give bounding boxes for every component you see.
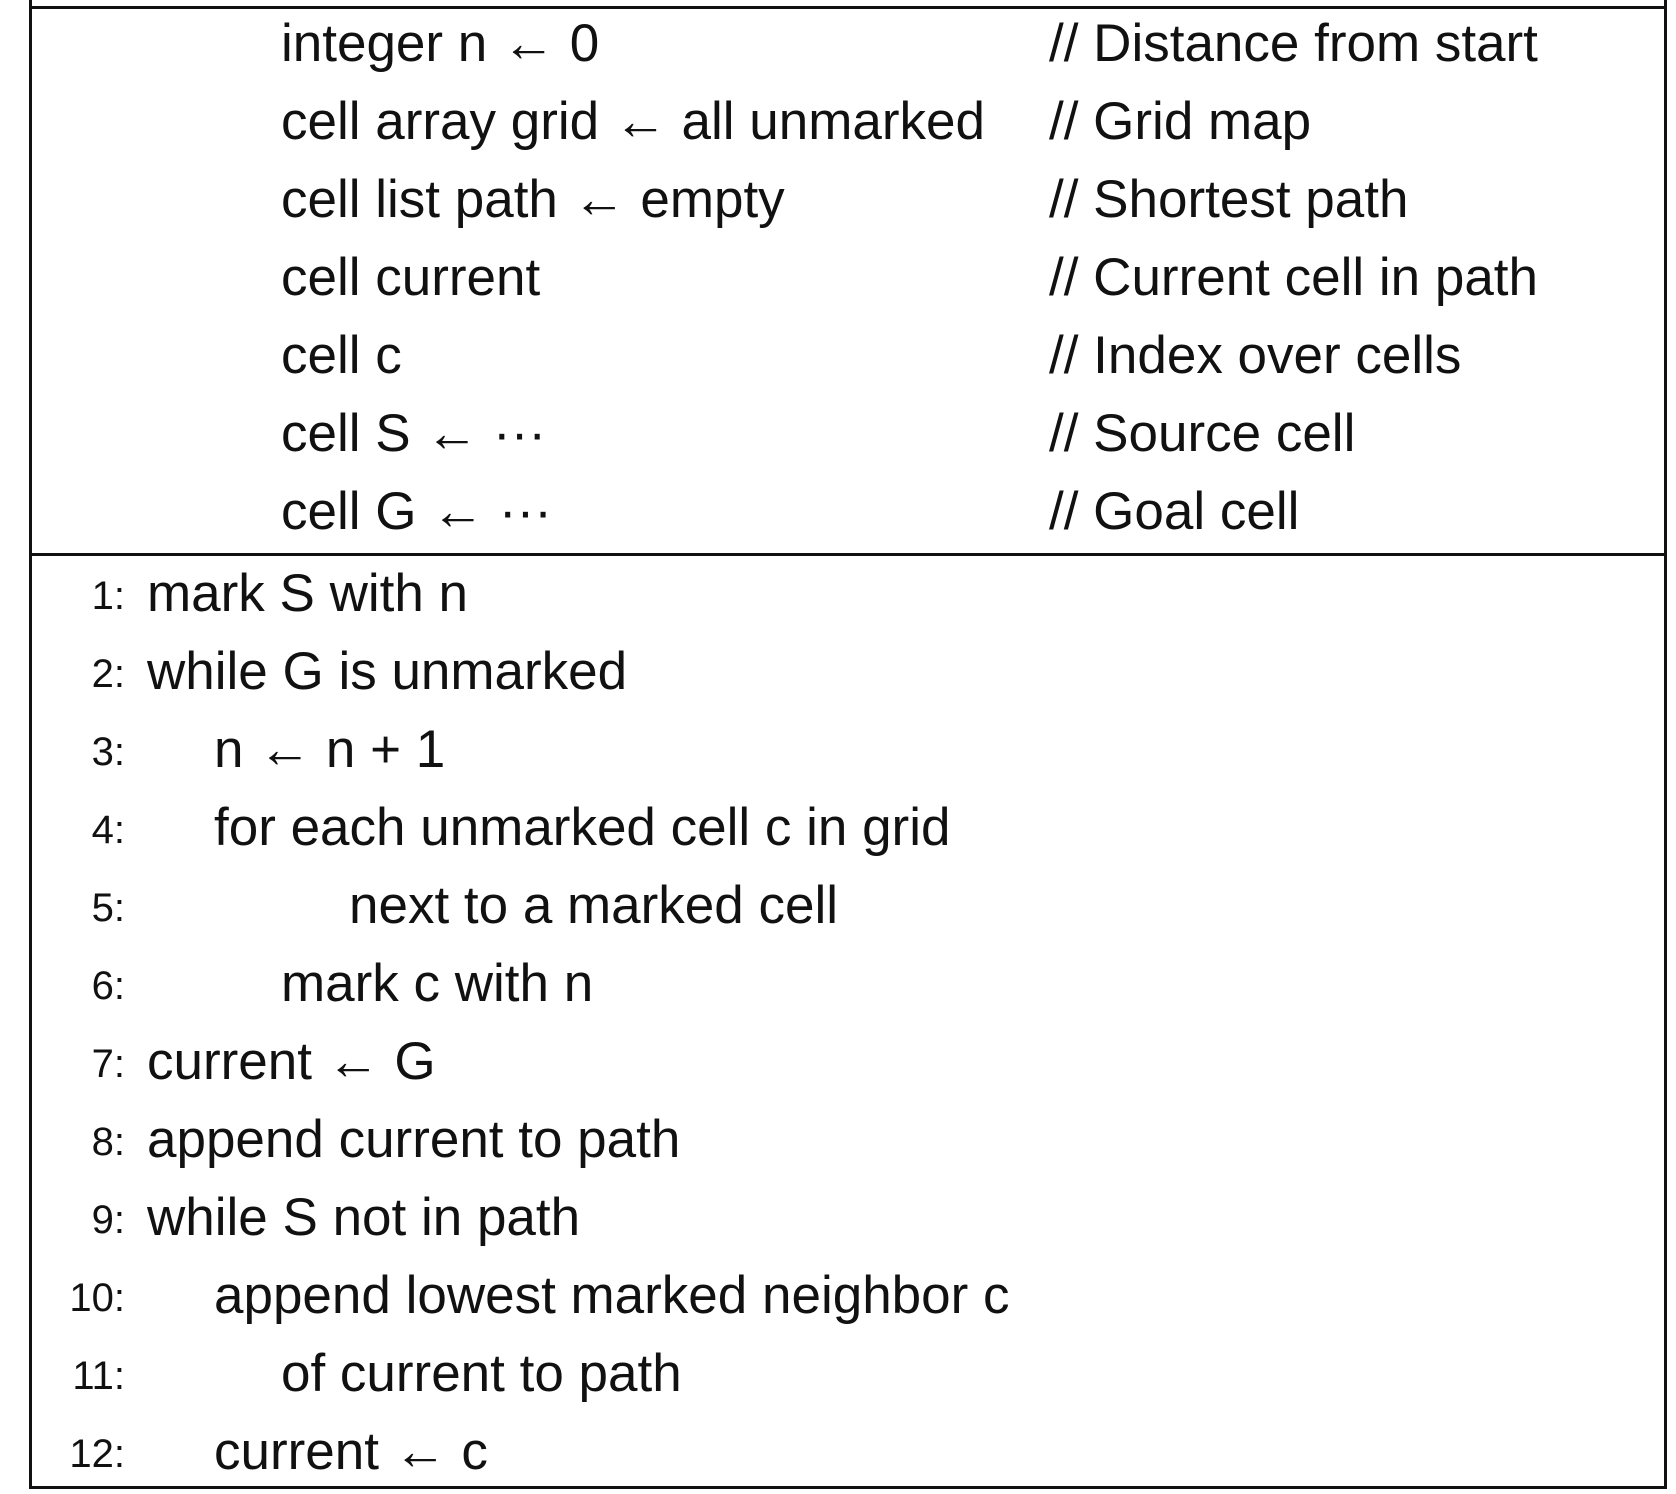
declaration-comment: // Current cell in path — [1049, 248, 1539, 307]
declaration-code: cell S ← ··· — [281, 404, 546, 463]
declaration-comment: // Grid map — [1049, 92, 1312, 151]
declaration-code: cell G ← ··· — [281, 482, 552, 541]
line-number: 9: — [91, 1198, 125, 1242]
step-text: for each unmarked cell c in grid — [214, 798, 951, 857]
line-number: 6: — [91, 964, 125, 1008]
line-number: 7: — [91, 1042, 125, 1086]
declaration-code: integer n ← 0 — [281, 14, 600, 73]
line-number: 3: — [91, 730, 125, 774]
step-text: mark S with n — [147, 564, 469, 623]
step-text: mark c with n — [281, 954, 594, 1013]
section-divider — [29, 553, 1667, 556]
line-number: 10: — [69, 1276, 125, 1320]
declaration-code: cell array grid ← all unmarked — [281, 92, 985, 151]
step-text: append lowest marked neighbor c — [214, 1266, 1010, 1325]
declaration-code: cell list path ← empty — [281, 170, 785, 229]
step-text: append current to path — [147, 1110, 681, 1169]
line-number: 11: — [72, 1354, 125, 1398]
declaration-code: cell c — [281, 326, 402, 385]
step-text: n ← n + 1 — [214, 720, 446, 779]
step-text: while S not in path — [147, 1188, 581, 1247]
step-text: while G is unmarked — [147, 642, 628, 701]
line-number: 8: — [91, 1120, 125, 1164]
line-number: 4: — [91, 808, 125, 852]
step-text: next to a marked cell — [349, 876, 839, 935]
declaration-comment: // Shortest path — [1049, 170, 1409, 229]
declaration-comment: // Goal cell — [1049, 482, 1300, 541]
step-text: current ← c — [214, 1422, 488, 1481]
line-number: 1: — [91, 574, 125, 618]
declaration-comment: // Source cell — [1049, 404, 1356, 463]
top-rule — [29, 6, 1667, 9]
declaration-comment: // Index over cells — [1049, 326, 1462, 385]
declaration-code: cell current — [281, 248, 541, 307]
algorithm-frame — [29, 0, 1667, 1489]
declaration-comment: // Distance from start — [1049, 14, 1538, 73]
line-number: 5: — [91, 886, 125, 930]
step-text: of current to path — [281, 1344, 682, 1403]
step-text: current ← G — [147, 1032, 436, 1091]
line-number: 2: — [91, 652, 125, 696]
line-number: 12: — [69, 1432, 125, 1476]
